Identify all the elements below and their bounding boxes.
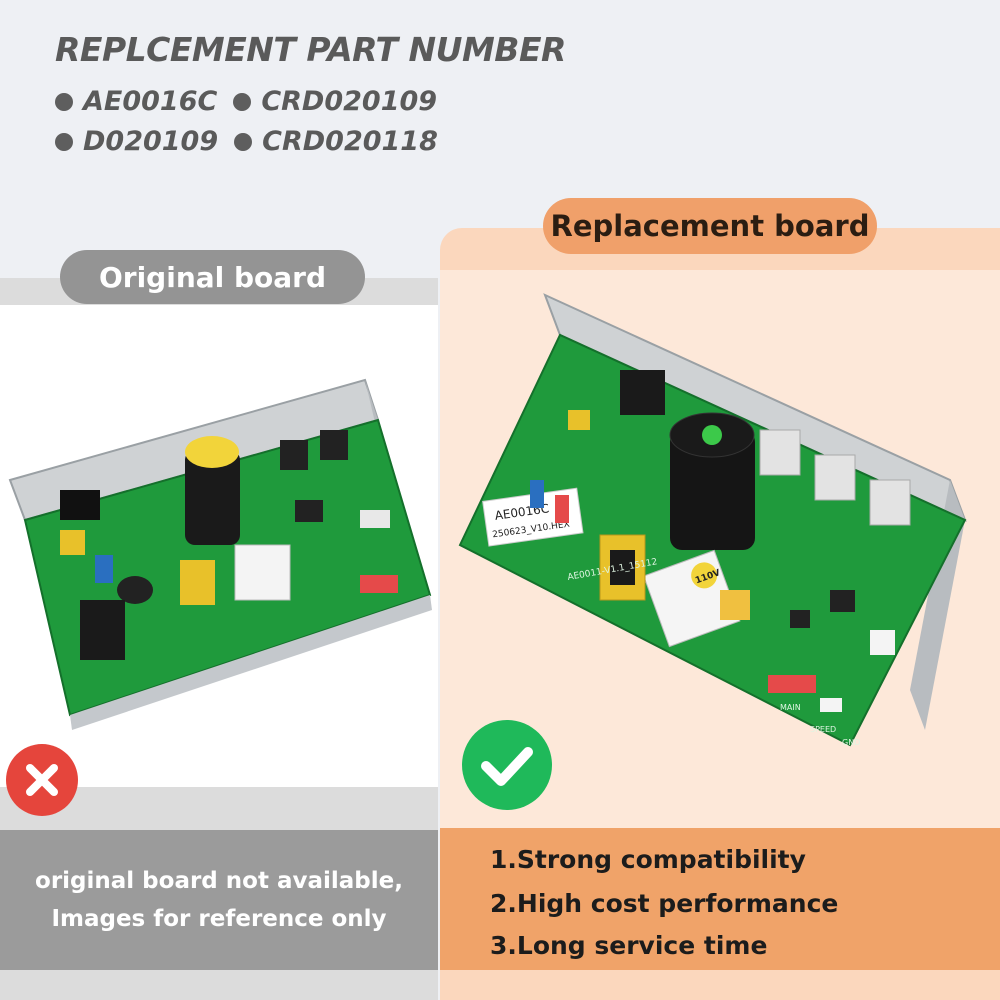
feature-item: 3.Long service time bbox=[490, 931, 768, 960]
original-board-pill: Original board bbox=[60, 250, 365, 304]
bullet-icon bbox=[234, 132, 253, 151]
part-number: CRD020109 bbox=[261, 86, 438, 117]
part-number-item: CRD020109 bbox=[233, 86, 437, 117]
bullet-icon bbox=[55, 92, 73, 111]
part-number: CRD020118 bbox=[262, 126, 438, 157]
part-number: AE0016C bbox=[83, 86, 218, 117]
cross-icon bbox=[6, 744, 78, 816]
note-line: Images for reference only bbox=[51, 906, 387, 932]
part-number-row-1: AE0016C CRD020109 bbox=[55, 86, 453, 117]
replacement-features-area bbox=[440, 828, 1000, 970]
replacement-board-pill: Replacement board bbox=[543, 198, 877, 254]
original-note: original board not available, Images for… bbox=[0, 862, 438, 938]
part-number-item: CRD020118 bbox=[234, 126, 438, 157]
original-note-area bbox=[0, 830, 438, 970]
check-icon bbox=[462, 720, 552, 810]
connector-label: MAIN bbox=[780, 703, 801, 712]
feature-item: 1.Strong compatibility bbox=[490, 845, 806, 874]
part-number-item: D020109 bbox=[55, 126, 218, 157]
part-number-item: AE0016C bbox=[55, 86, 217, 117]
connector-label: GND bbox=[842, 738, 860, 747]
page-title: REPLCEMENT PART NUMBER bbox=[55, 30, 566, 69]
feature-item: 2.High cost performance bbox=[490, 889, 839, 918]
original-board-image bbox=[8, 378, 432, 730]
bullet-icon bbox=[233, 92, 252, 111]
part-number: D020109 bbox=[83, 126, 219, 157]
bullet-icon bbox=[55, 132, 73, 151]
replacement-board-image: AE0016C 250623_V10.HEX 110V AE0011-V1.1_… bbox=[458, 293, 967, 747]
note-line: original board not available, bbox=[35, 868, 403, 894]
connector-label: SPEED bbox=[810, 725, 836, 734]
part-number-row-2: D020109 CRD020118 bbox=[55, 126, 454, 157]
